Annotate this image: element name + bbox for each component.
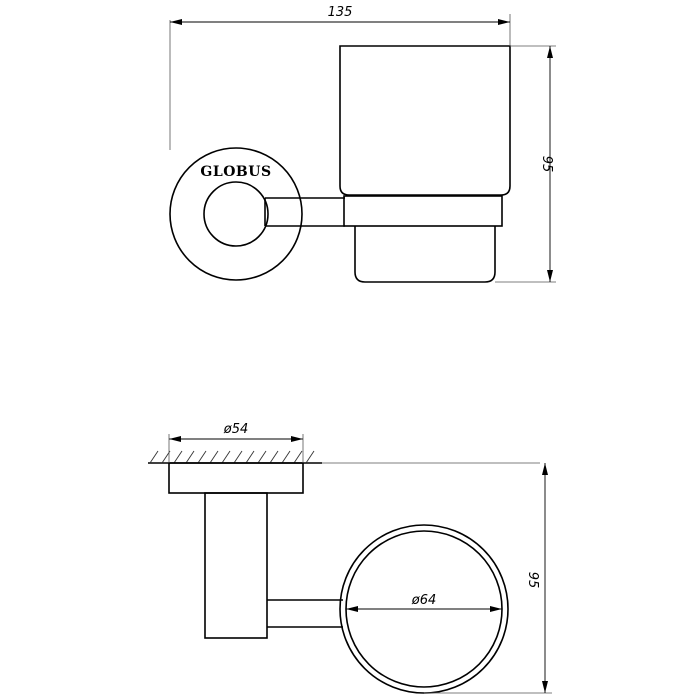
- wall-surface: [148, 450, 540, 464]
- dimension-ring-diameter: [346, 606, 502, 612]
- dimension-projection: [424, 463, 552, 694]
- dimension-label-ring-diameter: ø64: [411, 593, 437, 608]
- holder-arm-top: [267, 599, 343, 628]
- front-view: GLOBUS 135 9: [169, 5, 556, 283]
- dimension-overall-width: [169, 14, 511, 150]
- dimension-label-holder-height: 95: [539, 156, 554, 173]
- dimension-rosette-diameter: [168, 434, 304, 463]
- dimension-holder-height: [495, 45, 556, 283]
- wall-rosette-side: [168, 462, 304, 494]
- dimension-label-overall-width: 135: [328, 5, 353, 20]
- dimension-label-rosette-diameter: ø54: [223, 422, 249, 437]
- holder-post: [204, 492, 268, 639]
- dimension-label-projection: 95: [525, 572, 540, 589]
- top-view: ø54 ø64 95: [148, 422, 552, 694]
- holder-ring-band: [343, 195, 503, 227]
- wall-rosette: [169, 147, 303, 281]
- glass-cup: [339, 45, 511, 283]
- holder-arm: [264, 197, 345, 227]
- brand-logo: GLOBUS: [200, 164, 271, 180]
